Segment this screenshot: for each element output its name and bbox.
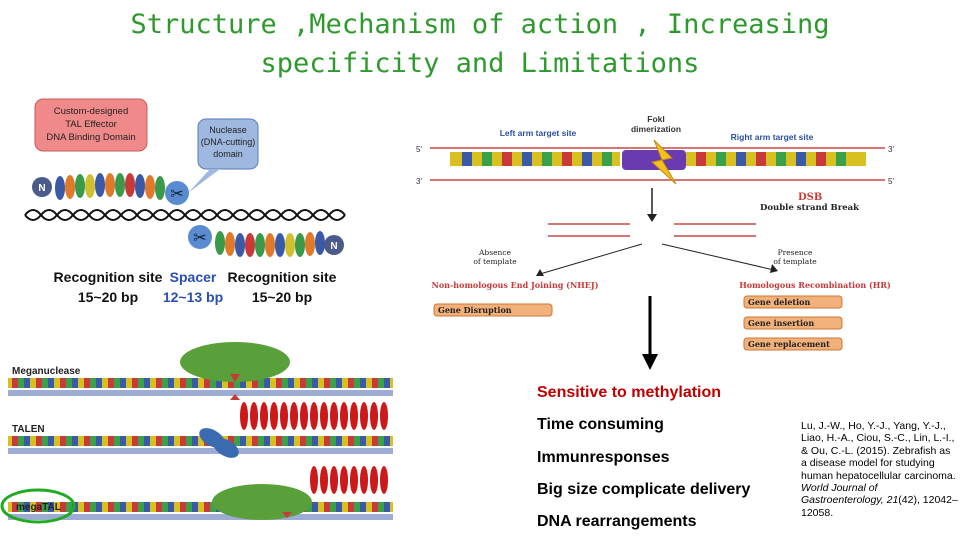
meganuclease-protein: [180, 342, 290, 382]
limitation-size: Big size complicate delivery: [537, 481, 751, 498]
upper-tal-repeat-array: N ✂: [32, 173, 189, 205]
absence-label-2: of template: [473, 257, 517, 266]
megatal-label: megaTAL: [16, 502, 61, 513]
n-terminus-lower: N: [330, 241, 337, 252]
gene-replacement-box: [743, 337, 843, 351]
spacer-label: Spacer: [170, 269, 217, 285]
lower-tal-repeat-array: ✂ N: [188, 225, 344, 257]
tal-effector-line-1: Custom-designed: [54, 106, 128, 117]
citation-issue-pages: (42), 12042–12058.: [801, 494, 958, 519]
right-arm-label: Right arm target site: [731, 132, 814, 142]
gene-deletion-label: Gene deletion: [748, 297, 810, 307]
citation-authors: Lu, J.-W., Ho, Y.-J., Yang, Y.-J., Liao,…: [801, 420, 956, 482]
gene-replacement-label: Gene replacement: [748, 339, 830, 349]
presence-label-1: Presence: [778, 248, 813, 257]
tal-effector-callout: [34, 98, 148, 152]
nuclease-line-2: (DNA-cutting): [201, 137, 256, 147]
absence-label-1: Absence: [478, 248, 512, 257]
limitation-time: Time consuming: [537, 416, 664, 433]
dsb-repair-diagram: Left arm target site FokI dimerization R…: [416, 114, 894, 351]
recognition-site-right: Recognition site: [228, 269, 337, 285]
lightning-bolt-icon: [650, 139, 677, 185]
limitation-rearrangements: DNA rearrangements: [537, 513, 697, 530]
citation: Lu, J.-W., Ho, Y.-J., Yang, Y.-J., Liao,…: [801, 420, 959, 519]
spacer-bp: 12~13 bp: [163, 289, 223, 305]
gene-insertion-box: [743, 316, 843, 330]
five-prime-left: 5': [416, 145, 422, 154]
citation-journal: World Journal of Gastroenterology, 21: [801, 482, 899, 507]
three-prime-right: 3': [888, 145, 894, 154]
gene-deletion-box: [743, 295, 843, 309]
nhej-label: Non-homologous End Joining (NHEJ): [432, 280, 599, 290]
recognition-bp-right: 15~20 bp: [252, 289, 312, 305]
megatal-protein: [212, 484, 312, 520]
talen-red-repeats: [240, 402, 388, 430]
three-prime-left: 3': [416, 177, 422, 186]
gene-insertion-label: Gene insertion: [748, 318, 814, 328]
gene-disruption-box: [433, 303, 553, 317]
megatal-red-repeats: [310, 466, 388, 494]
tal-effector-line-3: DNA Binding Domain: [46, 132, 135, 143]
talen-structure-diagram: Custom-designed TAL Effector DNA Binding…: [24, 98, 346, 305]
nuclease-comparison-diagram: Meganuclease TALEN megaTAL: [0, 342, 393, 524]
meganuclease-label: Meganuclease: [12, 366, 81, 377]
recognition-bp-left: 15~20 bp: [78, 289, 138, 305]
nuclease-callout: [197, 118, 259, 170]
megatal-highlight-circle: [0, 488, 76, 524]
five-prime-right: 5': [888, 177, 894, 186]
down-arrow: [642, 296, 658, 370]
tal-effector-line-2: TAL Effector: [65, 119, 117, 130]
tal-repeat-bar: [450, 139, 866, 185]
left-arm-label: Left arm target site: [500, 128, 577, 138]
limitation-methylation: Sensitive to methylation: [537, 384, 722, 401]
foki-label-1: FokI: [647, 114, 664, 124]
svg-text:✂: ✂: [170, 186, 183, 203]
gene-disruption-label: Gene Disruption: [438, 305, 512, 315]
dsb-label: DSB: [798, 192, 822, 203]
dna-helix-strand-b: [24, 209, 346, 221]
hr-label: Homologous Recombination (HR): [739, 280, 891, 290]
presence-label-2: of template: [773, 257, 817, 266]
recognition-site-left: Recognition site: [54, 269, 163, 285]
talen-label: TALEN: [12, 424, 45, 435]
limitation-immune: Immunresponses: [537, 449, 670, 466]
foki-label-2: dimerization: [631, 124, 681, 134]
n-terminus-upper: N: [38, 183, 45, 194]
nuclease-line-1: Nuclease: [209, 125, 247, 135]
dsb-full-label: Double strand Break: [760, 203, 860, 213]
nuclease-line-3: domain: [213, 149, 243, 159]
svg-text:✂: ✂: [193, 230, 206, 247]
slide-title-line-2: specificity and Limitations: [260, 48, 700, 79]
slide-title-line-1: Structure ,Mechanism of action , Increas…: [130, 9, 830, 40]
